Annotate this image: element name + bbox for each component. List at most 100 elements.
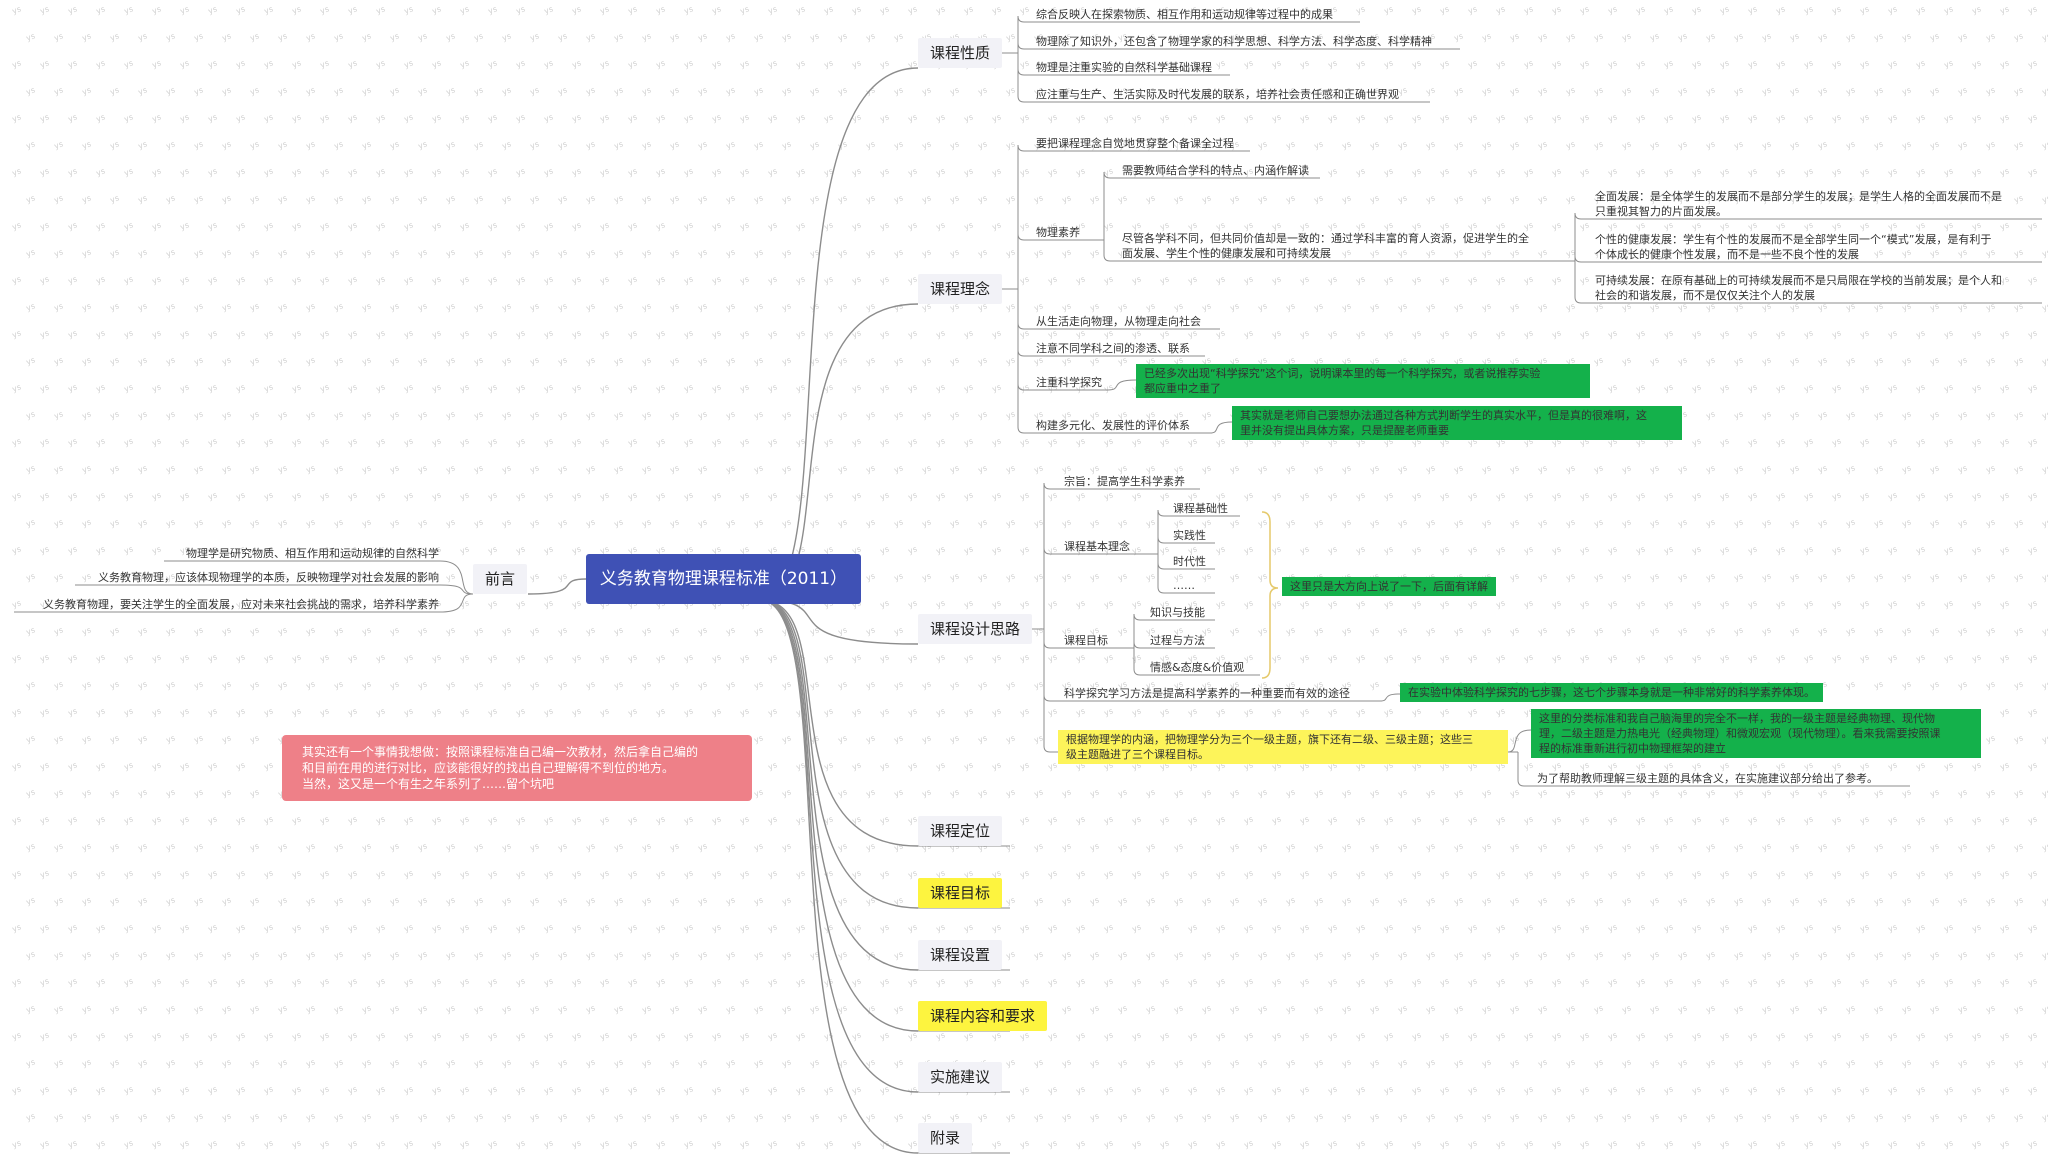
branch-appendix[interactable]: 附录	[918, 1123, 973, 1153]
goal-item[interactable]: 情感&态度&价值观	[1150, 660, 1244, 675]
literacy-item[interactable]: 需要教师结合学科的特点、内涵作解读	[1122, 163, 1309, 178]
svg-text:ys: ys	[1019, 274, 1030, 286]
literacy-value[interactable]: 尽管各学科不同，但共同价值却是一致的：通过学科丰富的育人资源，促进学生的全 面发…	[1122, 231, 1529, 261]
philosophy-item[interactable]: 注意不同学科之间的渗透、联系	[1036, 341, 1190, 356]
svg-text:ys: ys	[655, 58, 666, 70]
svg-text:ys: ys	[767, 166, 778, 178]
svg-text:ys: ys	[795, 274, 806, 286]
svg-text:ys: ys	[795, 166, 806, 178]
goal-item[interactable]: 知识与技能	[1150, 605, 1205, 620]
svg-text:ys: ys	[739, 112, 750, 124]
nature-item[interactable]: 应注重与生产、生活实际及时代发展的联系，培养社会责任感和正确世界观	[1036, 87, 1399, 102]
literacy-sub[interactable]: 可持续发展：在原有基础上的可持续发展而不是只局限在学校的当前发展；是个人和 社会…	[1595, 273, 2002, 303]
design-aim[interactable]: 宗旨：提高学生科学素养	[1064, 474, 1185, 489]
author-note[interactable]: 其实还有一个事情我想做：按照课程标准自己编一次教材，然后拿自己编的 和目前在用的…	[282, 735, 752, 801]
svg-text:ys: ys	[207, 166, 218, 178]
design-goal[interactable]: 课程目标	[1064, 633, 1108, 648]
design-content[interactable]: 根据物理学的内涵，把物理学分为三个一级主题，旗下还有二级、三级主题；这些三 级主…	[1058, 730, 1508, 764]
preface-item[interactable]: 义务教育物理，要关注学生的全面发展，应对未来社会挑战的需求，培养科学素养	[43, 597, 439, 612]
svg-text:ys: ys	[417, 247, 428, 259]
goal-item[interactable]: 过程与方法	[1150, 633, 1205, 648]
content-note[interactable]: 这里的分类标准和我自己脑海里的完全不一样，我的一级主题是经典物理、现代物 理，二…	[1531, 709, 1981, 758]
branch-implementation[interactable]: 实施建议	[918, 1062, 1003, 1092]
preface-item[interactable]: 义务教育物理，应该体现物理学的本质，反映物理学对社会发展的影响	[98, 570, 439, 585]
svg-text:ys: ys	[1439, 4, 1450, 16]
svg-text:ys: ys	[613, 31, 624, 43]
svg-text:ys: ys	[1565, 85, 1576, 97]
svg-text:ys: ys	[305, 193, 316, 205]
philosophy-item[interactable]: 构建多元化、发展性的评价体系	[1036, 418, 1190, 433]
branch-preface[interactable]: 前言	[473, 564, 528, 594]
svg-text:ys: ys	[1187, 58, 1198, 70]
svg-text:ys: ys	[1369, 31, 1380, 43]
design-basic[interactable]: 课程基本理念	[1064, 539, 1130, 554]
svg-text:ys: ys	[305, 247, 316, 259]
svg-text:ys: ys	[655, 274, 666, 286]
svg-text:ys: ys	[1089, 139, 1100, 151]
svg-text:ys: ys	[1887, 220, 1898, 232]
basic-item[interactable]: 时代性	[1173, 554, 1206, 569]
svg-text:ys: ys	[1033, 139, 1044, 151]
method-note[interactable]: 在实验中体验科学探究的七步骤，这七个步骤本身就是一种非常好的科学素养体现。	[1400, 683, 1823, 702]
svg-text:ys: ys	[1173, 247, 1184, 259]
physics-literacy[interactable]: 物理素养	[1036, 225, 1080, 240]
svg-text:ys: ys	[1131, 112, 1142, 124]
svg-text:ys: ys	[977, 31, 988, 43]
philosophy-item[interactable]: 从生活走向物理，从物理走向社会	[1036, 314, 1201, 329]
philosophy-item[interactable]: 要把课程理念自觉地贯穿整个备课全过程	[1036, 136, 1234, 151]
design-method[interactable]: 科学探究学习方法是提高科学素养的一种重要而有效的途径	[1064, 686, 1350, 701]
nature-item[interactable]: 物理是注重实验的自然科学基础课程	[1036, 60, 1212, 75]
basic-item[interactable]: ……	[1173, 578, 1195, 593]
root-node[interactable]: 义务教育物理课程标准（2011）	[586, 554, 861, 604]
svg-text:ys: ys	[1859, 220, 1870, 232]
svg-text:ys: ys	[207, 220, 218, 232]
svg-text:ys: ys	[1551, 112, 1562, 124]
svg-text:ys: ys	[767, 220, 778, 232]
nature-item[interactable]: 物理除了知识外，还包含了物理学家的科学思想、科学方法、科学态度、科学精神	[1036, 34, 1432, 49]
branch-course-setting[interactable]: 课程设置	[918, 940, 1003, 970]
branch-course-design[interactable]: 课程设计思路	[918, 614, 1033, 644]
svg-text:ys: ys	[1929, 193, 1940, 205]
eval-note[interactable]: 其实就是老师自己要想办法通过各种方式判断学生的真实水平，但是真的很难啊，这 里并…	[1232, 406, 1682, 440]
svg-text:ys: ys	[403, 274, 414, 286]
svg-text:ys: ys	[403, 4, 414, 16]
svg-text:ys: ys	[837, 31, 848, 43]
literacy-sub[interactable]: 个性的健康发展：学生有个性的发展而不是全部学生同一个“模式”发展，是有利于 个体…	[1595, 232, 1991, 262]
preface-item[interactable]: 物理学是研究物质、相互作用和运动规律的自然科学	[186, 546, 439, 561]
svg-text:ys: ys	[1299, 112, 1310, 124]
svg-text:ys: ys	[599, 274, 610, 286]
basic-item[interactable]: 课程基础性	[1173, 501, 1228, 516]
svg-text:ys: ys	[991, 220, 1002, 232]
branch-course-nature[interactable]: 课程性质	[918, 38, 1003, 68]
svg-text:ys: ys	[1719, 112, 1730, 124]
content-last[interactable]: 为了帮助教师理解三级主题的具体含义，在实施建议部分给出了参考。	[1537, 771, 1878, 786]
inquiry-note[interactable]: 已经多次出现“科学探究”这个词，说明课本里的每一个科学探究，或者说推荐实验 都应…	[1136, 364, 1590, 398]
branch-course-goals[interactable]: 课程目标	[918, 878, 1003, 908]
nature-item[interactable]: 综合反映人在探索物质、相互作用和运动规律等过程中的成果	[1036, 7, 1333, 22]
svg-text:ys: ys	[445, 301, 456, 313]
svg-text:ys: ys	[1047, 58, 1058, 70]
svg-text:ys: ys	[585, 31, 596, 43]
branch-course-philosophy[interactable]: 课程理念	[918, 274, 1003, 304]
content-note-line: 程的标准重新进行初中物理框架的建立	[1539, 741, 1973, 756]
svg-text:ys: ys	[599, 58, 610, 70]
svg-text:ys: ys	[1299, 274, 1310, 286]
basic-item[interactable]: 实践性	[1173, 528, 1206, 543]
literacy-sub[interactable]: 全面发展：是全体学生的发展而不是部分学生的发展；是学生人格的全面发展而不是 只重…	[1595, 189, 2002, 219]
branch-content-requirements[interactable]: 课程内容和要求	[918, 1001, 1048, 1031]
branch-course-position[interactable]: 课程定位	[918, 816, 1003, 846]
svg-text:ys: ys	[389, 193, 400, 205]
svg-text:ys: ys	[249, 139, 260, 151]
svg-text:ys: ys	[1481, 247, 1492, 259]
svg-text:ys: ys	[193, 85, 204, 97]
svg-text:ys: ys	[1355, 58, 1366, 70]
svg-text:ys: ys	[1271, 274, 1282, 286]
svg-text:ys: ys	[767, 4, 778, 16]
svg-text:ys: ys	[1187, 220, 1198, 232]
brace-note[interactable]: 这里只是大方向上说了一下，后面有详解	[1282, 577, 1496, 596]
svg-text:ys: ys	[641, 31, 652, 43]
svg-text:ys: ys	[1103, 166, 1114, 178]
philosophy-item[interactable]: 注重科学探究	[1036, 375, 1102, 390]
svg-text:ys: ys	[1705, 193, 1716, 205]
svg-text:ys: ys	[1551, 4, 1562, 16]
